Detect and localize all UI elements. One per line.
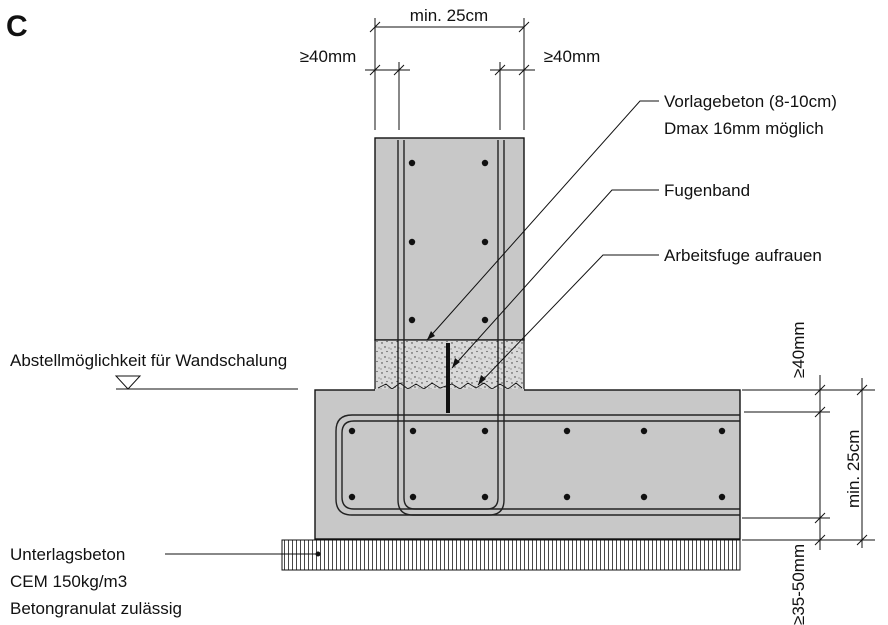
rebar-dot: [409, 427, 417, 435]
rebar-dot: [481, 238, 489, 246]
slab-rebar-inner: [341, 420, 740, 510]
level-triangle-icon: [114, 375, 142, 390]
lean-concrete-layer: [281, 539, 741, 571]
rebar-dot: [563, 493, 571, 501]
wall-width-dimension: [369, 18, 530, 130]
wall-width-label: min. 25cm: [410, 6, 488, 25]
working-joint-rough: [377, 382, 523, 390]
fugenband: [446, 343, 450, 413]
rebar-dot: [718, 493, 726, 501]
arbeitsfuge-leader: [477, 254, 659, 386]
rebar-dot: [481, 316, 489, 324]
rebar-dot: [408, 159, 416, 167]
foundation-slab: [314, 389, 741, 540]
arbeitsfuge-arrow: [478, 375, 486, 385]
fugenband-leader: [451, 189, 659, 369]
rebar-dot: [640, 493, 648, 501]
cover-right-dimension: [490, 62, 535, 130]
wall-section: [374, 137, 525, 341]
cover-left-label: ≥40mm: [300, 47, 357, 66]
vorlagebeton-leader: [426, 100, 659, 341]
vorlagebeton-arrow: [427, 331, 435, 340]
figure-label: C: [6, 10, 28, 43]
rebar-dot: [640, 427, 648, 435]
rebar-dot: [348, 427, 356, 435]
slab-cover-bottom-label: ≥35-50mm: [789, 544, 808, 625]
rebar-dot: [408, 238, 416, 246]
vorlagebeton-label-1: Vorlagebeton (8-10cm): [664, 92, 837, 111]
rebar-dot: [718, 427, 726, 435]
cover-right-label: ≥40mm: [544, 47, 601, 66]
vorlagebeton-label-2: Dmax 16mm möglich: [664, 119, 824, 138]
rebar-dot: [409, 493, 417, 501]
rebar-dot: [348, 493, 356, 501]
rebar-dot: [563, 427, 571, 435]
unterlags-label-3: Betongranulat zulässig: [10, 599, 182, 618]
slab-thickness-label: min. 25cm: [844, 430, 863, 508]
cover-left-dimension: [365, 62, 410, 130]
unterlags-label-1: Unterlagsbeton: [10, 545, 125, 564]
fugenband-label: Fugenband: [664, 181, 750, 200]
unterlags-dot: [315, 551, 321, 557]
fugenband-arrow: [452, 358, 460, 368]
slab-right-dimensions: [742, 375, 875, 550]
rebar-dot: [481, 159, 489, 167]
unterlags-label-2: CEM 150kg/m3: [10, 572, 127, 591]
slab-rebar-outer: [335, 414, 740, 516]
rebar-dot: [481, 493, 489, 501]
slab-cover-top-label: ≥40mm: [789, 321, 808, 378]
abstell-label: Abstellmöglichkeit für Wandschalung: [10, 351, 287, 370]
rebar-dot: [481, 427, 489, 435]
arbeitsfuge-label: Arbeitsfuge aufrauen: [664, 246, 822, 265]
rebar-dot: [408, 316, 416, 324]
